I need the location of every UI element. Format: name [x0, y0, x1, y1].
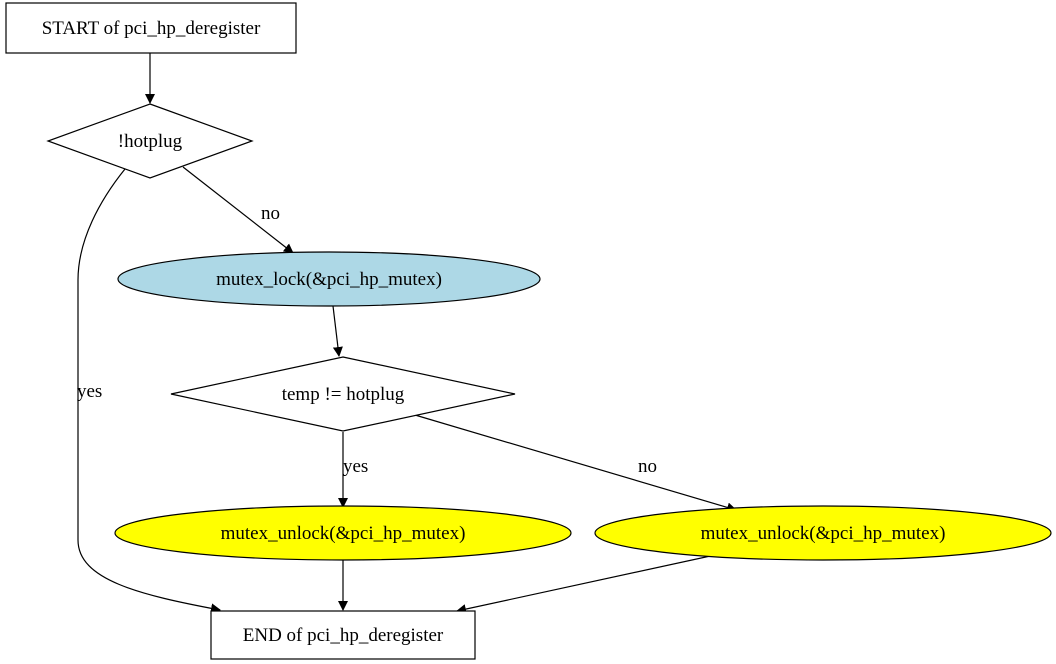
node-end[interactable]: END of pci_hp_deregister	[210, 610, 476, 660]
node-check-hotplug[interactable]: !hotplug	[46, 103, 254, 179]
node-mutex-lock[interactable]: mutex_lock(&pci_hp_mutex)	[117, 251, 541, 307]
node-start-label: START of pci_hp_deregister	[42, 18, 261, 39]
edge-label-hotplug-yes: yes	[77, 381, 102, 402]
node-unlock-no-shape	[594, 505, 1052, 561]
node-end-shape	[210, 610, 476, 660]
node-check-hotplug-shape	[46, 103, 254, 179]
node-unlock-yes-label: mutex_unlock(&pci_hp_mutex)	[221, 523, 466, 544]
edge-lock-to-temp	[332, 305, 343, 357]
edge-label-hotplug-no: no	[261, 203, 280, 224]
node-check-hotplug-label: !hotplug	[118, 131, 183, 152]
node-check-temp[interactable]: temp != hotplug	[170, 356, 516, 432]
edge-unlock-no-to-end	[456, 554, 716, 614]
node-mutex-lock-shape	[117, 251, 541, 307]
edge-hotplug-no	[182, 166, 294, 254]
edges	[77, 53, 737, 614]
node-unlock-no[interactable]: mutex_unlock(&pci_hp_mutex)	[594, 505, 1052, 561]
node-unlock-yes-shape	[114, 505, 572, 561]
edge-label-temp-yes: yes	[343, 456, 368, 477]
node-unlock-yes[interactable]: mutex_unlock(&pci_hp_mutex)	[114, 505, 572, 561]
edge-label-temp-no: no	[638, 456, 657, 477]
edge-temp-no	[414, 414, 737, 513]
node-unlock-no-label: mutex_unlock(&pci_hp_mutex)	[701, 523, 946, 544]
edge-hotplug-yes	[77, 168, 221, 614]
node-start-shape	[5, 2, 297, 54]
node-end-label: END of pci_hp_deregister	[243, 625, 444, 646]
node-mutex-lock-label: mutex_lock(&pci_hp_mutex)	[216, 269, 442, 290]
node-start[interactable]: START of pci_hp_deregister	[5, 2, 297, 54]
node-check-temp-shape	[170, 356, 516, 432]
node-check-temp-label: temp != hotplug	[282, 384, 405, 405]
